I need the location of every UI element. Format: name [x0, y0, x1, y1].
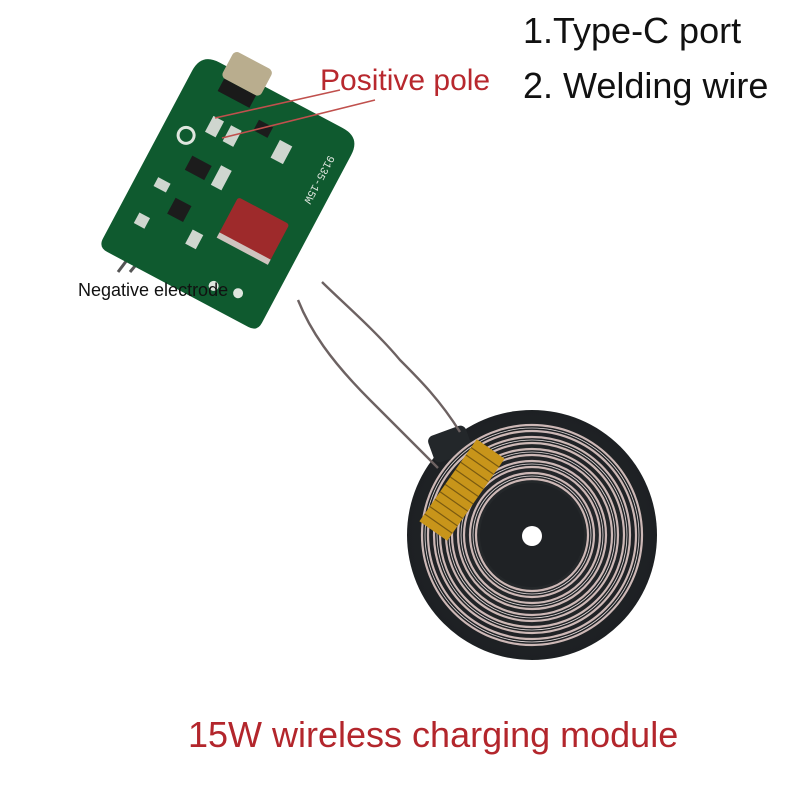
coil-assembly [407, 410, 657, 660]
label-welding-wire: 2. Welding wire [523, 65, 769, 106]
capacitor [219, 198, 289, 261]
positive-pole-pointer-lines [214, 89, 376, 139]
welding-wires [296, 281, 462, 469]
pcb-board: 9135-15W [101, 51, 355, 329]
usb-c-port-icon [222, 51, 272, 96]
coil-winding [420, 423, 644, 647]
kapton-tape [419, 439, 505, 541]
label-positive-pole: Positive pole [320, 64, 491, 97]
label-negative-electrode: Negative electrode [78, 280, 229, 300]
product-title: 15W wireless charging module [188, 714, 679, 755]
coil-center-hole [522, 526, 542, 546]
label-type-c-port: 1.Type-C port [523, 10, 742, 51]
